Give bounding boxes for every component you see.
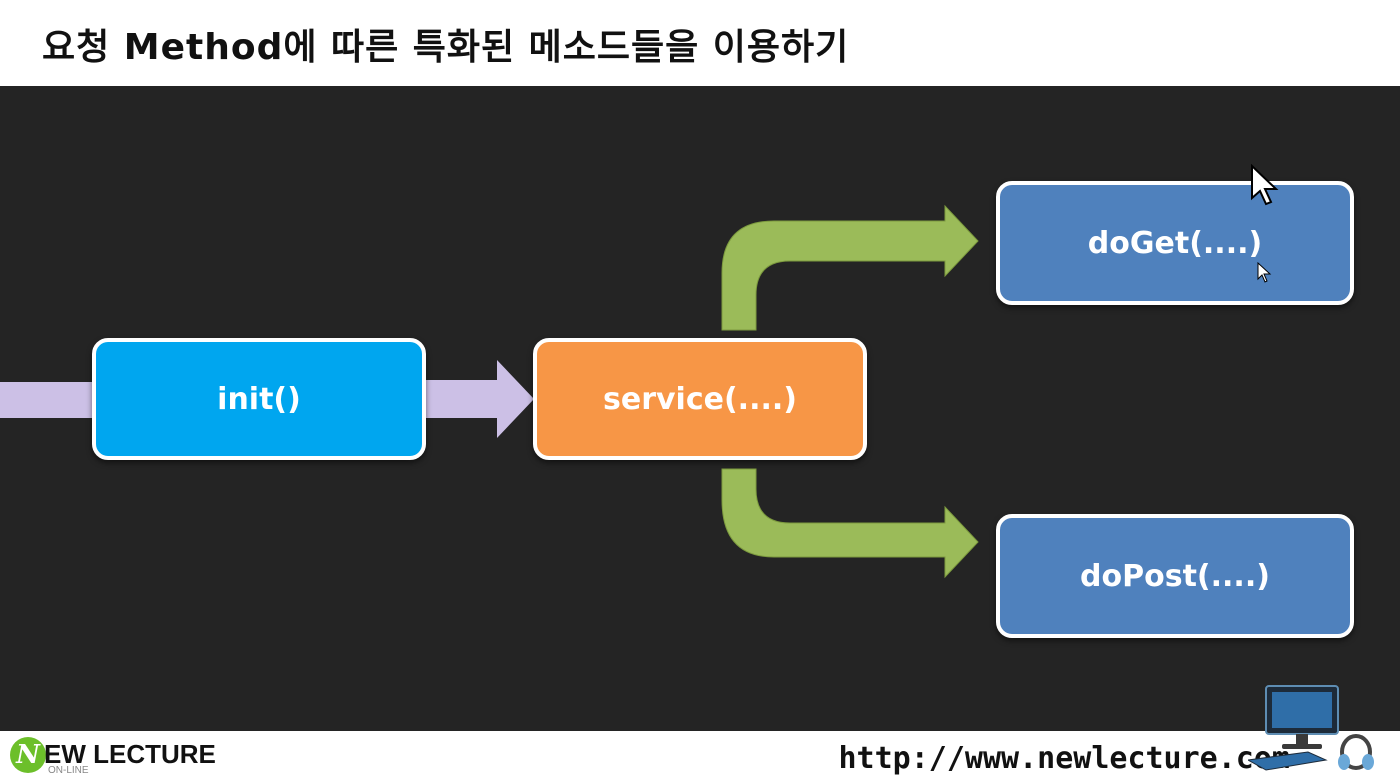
doget-node-label: doGet(....) — [1087, 225, 1263, 261]
service-node-label: service(....) — [603, 381, 797, 417]
logo-mark-icon: N — [10, 737, 46, 773]
dopost-node-label: doPost(....) — [1080, 558, 1270, 594]
slide-header: 요청 Method에 따른 특화된 메소드들을 이용하기 — [0, 0, 1400, 87]
slide-title: 요청 Method에 따른 특화된 메소드들을 이용하기 — [42, 27, 850, 68]
init-node: init() — [92, 338, 426, 460]
logo-text: EW LECTURE — [44, 739, 216, 769]
slide-footer: N EW LECTURE ON-LINE http://www.newlectu… — [0, 731, 1400, 780]
diagram-arrows — [0, 204, 979, 579]
logo-subtext: ON-LINE — [48, 765, 89, 776]
site-url: http://www.newlecture.com — [838, 741, 1290, 776]
init-node-label: init() — [217, 381, 301, 417]
doget-node: doGet(....) — [996, 181, 1354, 305]
computer-illustration-icon — [1248, 685, 1374, 771]
small-cursor-icon — [1257, 262, 1272, 283]
mouse-cursor-icon — [1251, 164, 1279, 206]
service-to-doget-arrow — [721, 204, 979, 331]
newlecture-logo: N EW LECTURE ON-LINE — [10, 735, 270, 777]
diagram-stage: init() service(....) doGet(....) doPost(… — [0, 86, 1400, 731]
init-to-service-arrow — [425, 360, 534, 438]
input-arrow — [0, 382, 95, 418]
dopost-node: doPost(....) — [996, 514, 1354, 638]
service-to-dopost-arrow — [721, 468, 979, 579]
service-node: service(....) — [533, 338, 867, 460]
